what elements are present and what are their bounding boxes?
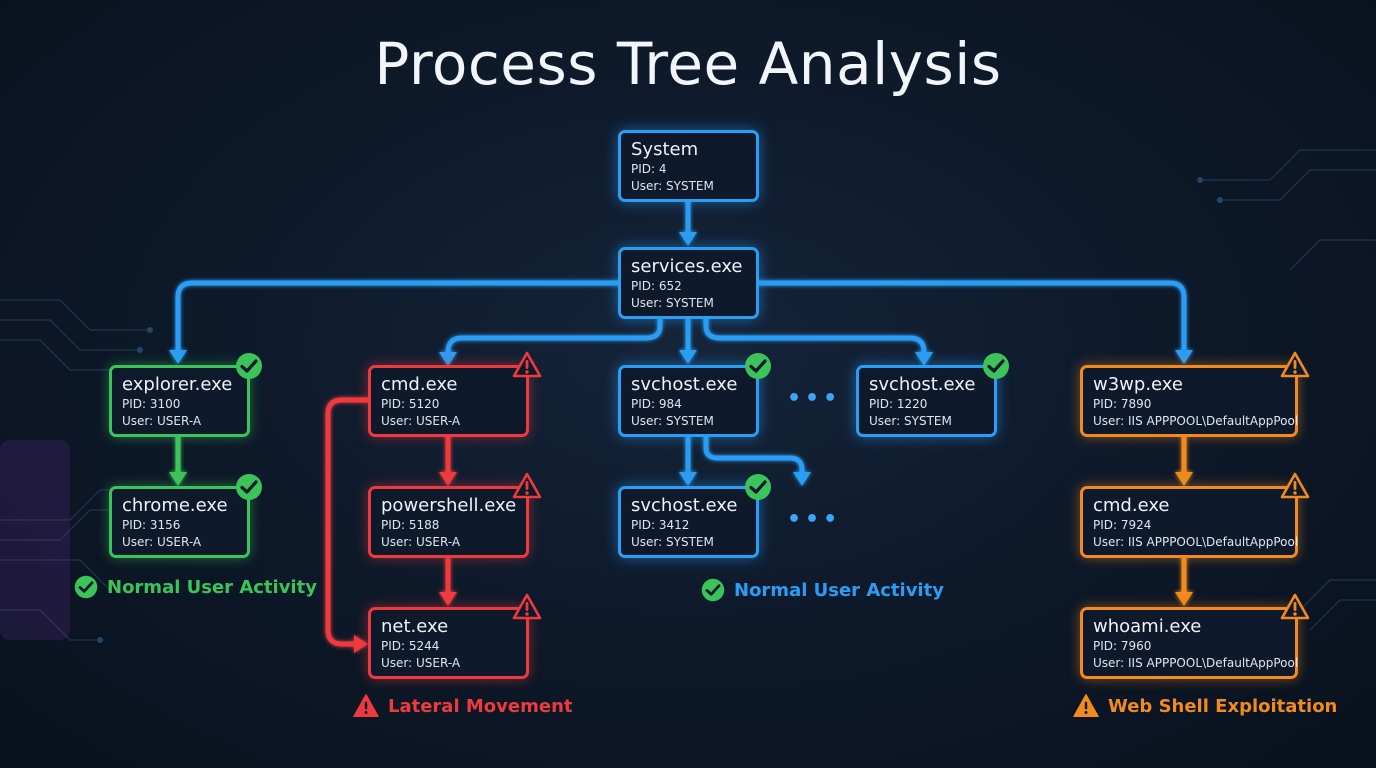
- process-name: cmd.exe: [381, 374, 458, 395]
- process-pid: PID: 652: [631, 279, 682, 293]
- process-pid: PID: 984: [631, 397, 682, 411]
- warning-icon: [512, 472, 542, 499]
- check-icon: [236, 353, 262, 379]
- node-powershell[interactable]: powershell.exe PID: 5188 User: USER-A: [368, 486, 529, 558]
- process-user: User: SYSTEM: [869, 414, 952, 428]
- process-user: User: SYSTEM: [631, 179, 714, 193]
- process-name: w3wp.exe: [1093, 374, 1183, 395]
- check-icon: [983, 353, 1009, 379]
- legend-web-shell-exploitation: Web Shell Exploitation: [1072, 693, 1337, 719]
- process-user: User: USER-A: [381, 535, 461, 549]
- process-name: svchost.exe: [631, 374, 738, 395]
- node-services[interactable]: services.exe PID: 652 User: SYSTEM: [618, 247, 759, 319]
- system-edges: [175, 199, 1187, 479]
- process-pid: PID: 5188: [381, 518, 440, 532]
- legend-label: Normal User Activity: [107, 576, 317, 598]
- node-explorer[interactable]: explorer.exe PID: 3100 User: USER-A: [109, 365, 250, 437]
- warning-icon: [353, 694, 379, 718]
- legend-normal-activity-left: Normal User Activity: [73, 574, 317, 600]
- process-name: services.exe: [631, 256, 743, 277]
- more-processes-ellipsis[interactable]: •••: [787, 386, 842, 411]
- process-pid: PID: 7924: [1093, 518, 1152, 532]
- more-processes-ellipsis[interactable]: •••: [787, 507, 842, 532]
- node-w3wp[interactable]: w3wp.exe PID: 7890 User: IIS APPPOOL\Def…: [1080, 365, 1298, 437]
- legend-label: Lateral Movement: [388, 695, 573, 717]
- process-pid: PID: 1220: [869, 397, 928, 411]
- process-user: User: IIS APPPOOL\DefaultAppPool: [1093, 656, 1299, 670]
- page-title: Process Tree Analysis: [374, 30, 1002, 98]
- node-svchost-1220[interactable]: svchost.exe PID: 1220 User: SYSTEM: [856, 365, 997, 437]
- warning-icon: [512, 593, 542, 620]
- edge-svchost984-more: [703, 433, 805, 479]
- process-name: chrome.exe: [122, 495, 228, 516]
- process-pid: PID: 7890: [1093, 397, 1152, 411]
- node-svchost-984[interactable]: svchost.exe PID: 984 User: SYSTEM: [618, 365, 759, 437]
- check-icon: [74, 575, 98, 599]
- process-user: User: SYSTEM: [631, 414, 714, 428]
- check-icon: [701, 578, 725, 602]
- process-name: svchost.exe: [631, 495, 738, 516]
- node-whoami[interactable]: whoami.exe PID: 7960 User: IIS APPPOOL\D…: [1080, 607, 1298, 679]
- process-pid: PID: 4: [631, 162, 667, 176]
- process-name: svchost.exe: [869, 374, 976, 395]
- warning-icon: [1280, 351, 1310, 378]
- process-name: explorer.exe: [122, 374, 233, 395]
- process-name: powershell.exe: [381, 495, 517, 516]
- process-user: User: USER-A: [122, 535, 202, 549]
- process-user: User: USER-A: [122, 414, 202, 428]
- process-pid: PID: 3412: [631, 518, 690, 532]
- process-user: User: SYSTEM: [631, 296, 714, 310]
- process-pid: PID: 3156: [122, 518, 181, 532]
- edge-cmd-net: [325, 397, 371, 647]
- edge-services-w3wp: [755, 280, 1187, 355]
- process-user: User: SYSTEM: [631, 535, 714, 549]
- process-user: User: IIS APPPOOL\DefaultAppPool: [1093, 535, 1299, 549]
- process-pid: PID: 5120: [381, 397, 440, 411]
- warning-icon: [512, 351, 542, 378]
- process-pid: PID: 7960: [1093, 639, 1152, 653]
- node-svchost-3412[interactable]: svchost.exe PID: 3412 User: SYSTEM: [618, 486, 759, 558]
- warning-icon: [1073, 694, 1099, 718]
- warning-icon: [1280, 593, 1310, 620]
- check-icon: [745, 353, 771, 379]
- process-user: User: IIS APPPOOL\DefaultAppPool: [1093, 414, 1299, 428]
- node-system[interactable]: System PID: 4 User: SYSTEM: [618, 130, 759, 202]
- legend-normal-activity-center: Normal User Activity: [700, 577, 944, 603]
- process-user: User: USER-A: [381, 414, 461, 428]
- node-chrome[interactable]: chrome.exe PID: 3156 User: USER-A: [109, 486, 250, 558]
- process-name: cmd.exe: [1093, 495, 1170, 516]
- edge-services-explorer: [175, 280, 621, 355]
- node-cmd-iis[interactable]: cmd.exe PID: 7924 User: IIS APPPOOL\Defa…: [1080, 486, 1298, 558]
- check-icon: [236, 474, 262, 500]
- warning-icon: [1280, 472, 1310, 499]
- edge-services-cmd: [445, 315, 663, 359]
- process-pid: PID: 5244: [381, 639, 440, 653]
- check-icon: [745, 474, 771, 500]
- legend-lateral-movement: Lateral Movement: [352, 693, 573, 719]
- process-name: System: [631, 139, 699, 160]
- process-pid: PID: 3100: [122, 397, 181, 411]
- process-name: whoami.exe: [1093, 616, 1202, 637]
- process-name: net.exe: [381, 616, 449, 637]
- edge-services-svchost1220: [703, 315, 927, 359]
- node-net[interactable]: net.exe PID: 5244 User: USER-A: [368, 607, 529, 679]
- legend-label: Normal User Activity: [734, 579, 944, 601]
- node-cmd-user-a[interactable]: cmd.exe PID: 5120 User: USER-A: [368, 365, 529, 437]
- process-user: User: USER-A: [381, 656, 461, 670]
- legend-label: Web Shell Exploitation: [1108, 695, 1338, 717]
